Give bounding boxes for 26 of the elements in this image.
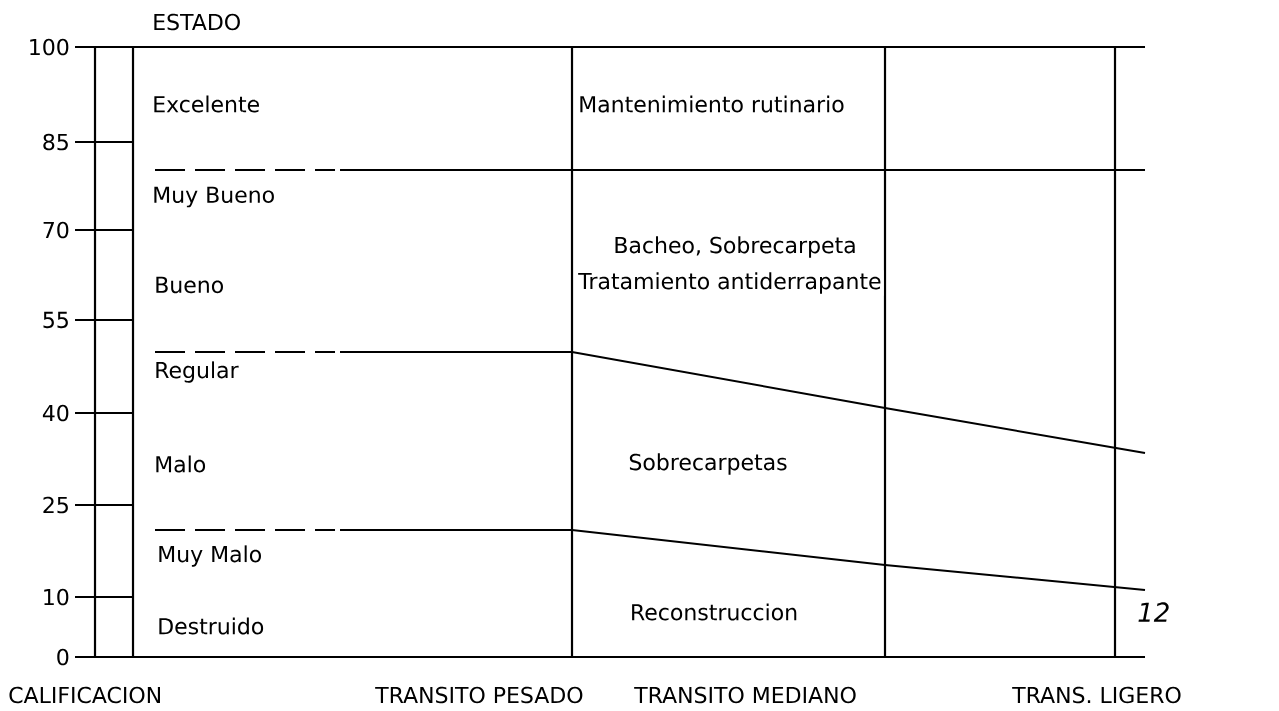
column-header: ESTADO: [154, 13, 240, 31]
treatment-label: Mantenimiento rutinario: [576, 93, 847, 115]
axis-tick-label: 55: [43, 311, 68, 329]
column-header: TRANS. LIGERO: [1012, 686, 1181, 704]
axis-tick-label: 40: [42, 404, 69, 422]
axis-tick-label: 10: [44, 588, 69, 606]
condition-label: Muy Malo: [159, 545, 261, 567]
column-header: TRANSITO PESADO: [375, 686, 583, 704]
column-header: TRANSITO MEDIANO: [634, 686, 856, 704]
axis-tick-label: 0: [57, 648, 69, 666]
condition-label: Bueno: [156, 276, 223, 294]
condition-label: Destruido: [159, 617, 264, 635]
condition-label: Muy Bueno: [154, 186, 274, 208]
condition-label: Malo: [156, 455, 206, 473]
axis-tick-label: 70: [43, 221, 69, 239]
page-number: 12: [1138, 602, 1169, 622]
treatment-label: Reconstruccion: [627, 601, 801, 623]
axis-title: CALIFICACION: [9, 686, 160, 704]
condition-label: Regular: [156, 361, 239, 383]
treatment-label: Bacheo, Sobrecarpeta: [611, 234, 859, 260]
axis-tick-label: 25: [43, 496, 68, 514]
axis-tick-label: 100: [30, 38, 69, 56]
treatment-label: Sobrecarpetas: [626, 451, 790, 477]
condition-label: Excelente: [154, 95, 259, 113]
axis-tick-label: 85: [43, 133, 68, 151]
treatment-label: Tratamiento antiderrapante: [576, 270, 884, 296]
